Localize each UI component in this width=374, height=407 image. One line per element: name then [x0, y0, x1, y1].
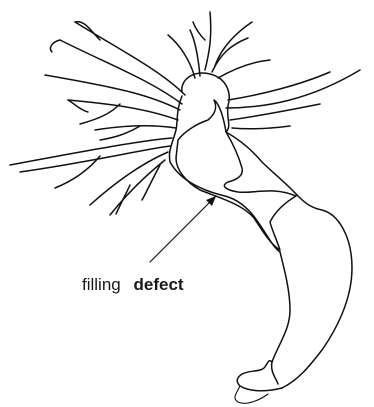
- filling-defect-region: [176, 100, 296, 250]
- hepatic-confluence: [176, 73, 229, 132]
- filling-defect-label: filling defect: [82, 275, 184, 294]
- label-word-defect: defect: [133, 275, 183, 294]
- intrahepatic-ducts: [10, 22, 185, 215]
- common-bile-duct: [169, 130, 352, 403]
- label-word-filling: filling: [82, 275, 121, 294]
- upper-branches: [168, 12, 270, 78]
- annotation-arrow: [150, 196, 216, 262]
- right-branches: [226, 70, 360, 129]
